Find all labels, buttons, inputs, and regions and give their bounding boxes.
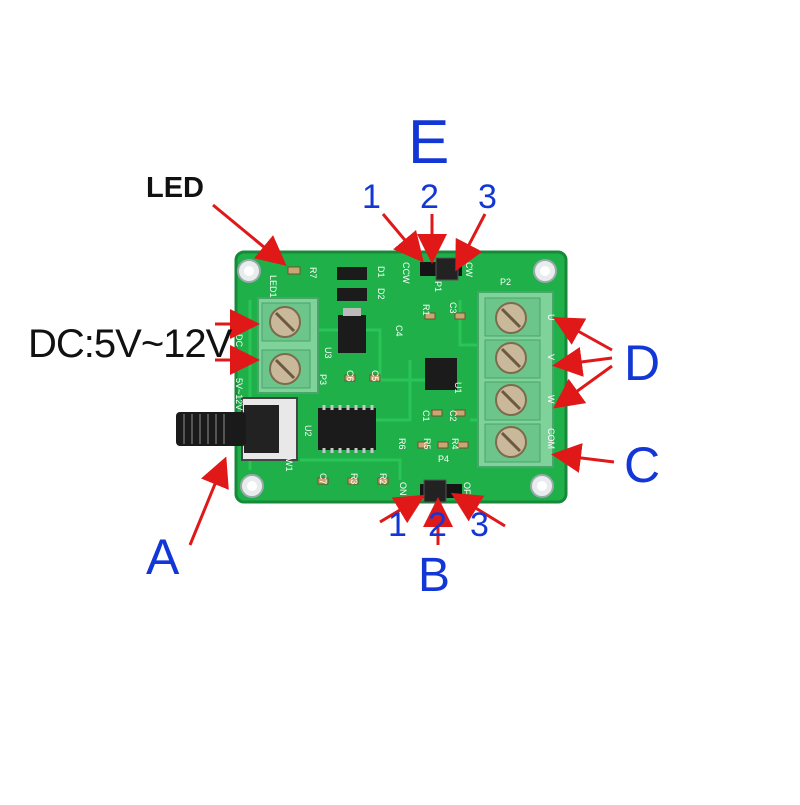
silk-p3: P3: [318, 374, 328, 385]
label-d: D: [624, 335, 661, 391]
silk-c1: C1: [421, 410, 431, 422]
dc-voltage-label: DC:5V~12V: [28, 322, 232, 366]
silk-com: COM: [546, 428, 556, 449]
label-e-pin2: 2: [420, 178, 439, 216]
silk-r7: R7: [308, 267, 318, 279]
silk-v: V: [546, 354, 556, 360]
silk-c5: C5: [370, 370, 380, 382]
smd-components: [287, 266, 469, 485]
silk-u: U: [546, 314, 556, 321]
silk-c3: C3: [448, 302, 458, 314]
silk-u1: U1: [453, 382, 463, 394]
label-b-pin2: 2: [428, 506, 447, 544]
silk-p2: P2: [500, 277, 511, 287]
silk-c4: C4: [394, 325, 404, 337]
silk-dc: DC: [234, 334, 244, 347]
silk-c6: C6: [345, 370, 355, 382]
silk-d2: D2: [376, 288, 386, 300]
label-b-pin3: 3: [470, 506, 489, 544]
led-label: LED: [146, 172, 204, 204]
label-a: A: [146, 529, 180, 585]
silk-r4: R4: [450, 438, 460, 450]
silk-range: 5V~12V: [234, 378, 244, 410]
label-b-pin1: 1: [388, 506, 407, 544]
silk-r5: R5: [422, 438, 432, 450]
silk-c7: C7: [318, 473, 328, 485]
silk-p1: P1: [433, 281, 443, 292]
silk-w1: W1: [284, 458, 294, 472]
silk-r2: R2: [378, 473, 388, 485]
silk-r6: R6: [397, 438, 407, 450]
mounting-hole-icon: [237, 259, 557, 498]
screw-terminal-icon: [257, 297, 319, 394]
label-e: E: [408, 108, 450, 177]
silk-u3: U3: [323, 347, 333, 359]
label-c: C: [624, 437, 661, 493]
label-e-pin3: 3: [478, 178, 497, 216]
silk-r3: R3: [349, 473, 359, 485]
label-e-pin1: 1: [362, 178, 381, 216]
silk-led1: LED1: [268, 275, 278, 298]
silk-w: W: [546, 395, 556, 404]
silk-ccw: CCW: [401, 262, 411, 284]
ic-chips: [318, 267, 457, 453]
arrow-icon: [188, 203, 615, 546]
silk-u2: U2: [303, 425, 313, 437]
silk-on: ON: [398, 482, 408, 496]
silk-p4: P4: [438, 454, 449, 464]
silk-cw: CW: [464, 262, 474, 277]
label-b: B: [418, 549, 451, 602]
silk-d1: D1: [376, 266, 386, 278]
silk-off: OFF: [462, 482, 472, 500]
silk-c2: C2: [448, 410, 458, 422]
jumper-icon: [420, 257, 462, 503]
potentiometer-icon: [176, 397, 298, 461]
silk-r1: R1: [421, 304, 431, 316]
screw-terminal-icon: [477, 291, 554, 468]
